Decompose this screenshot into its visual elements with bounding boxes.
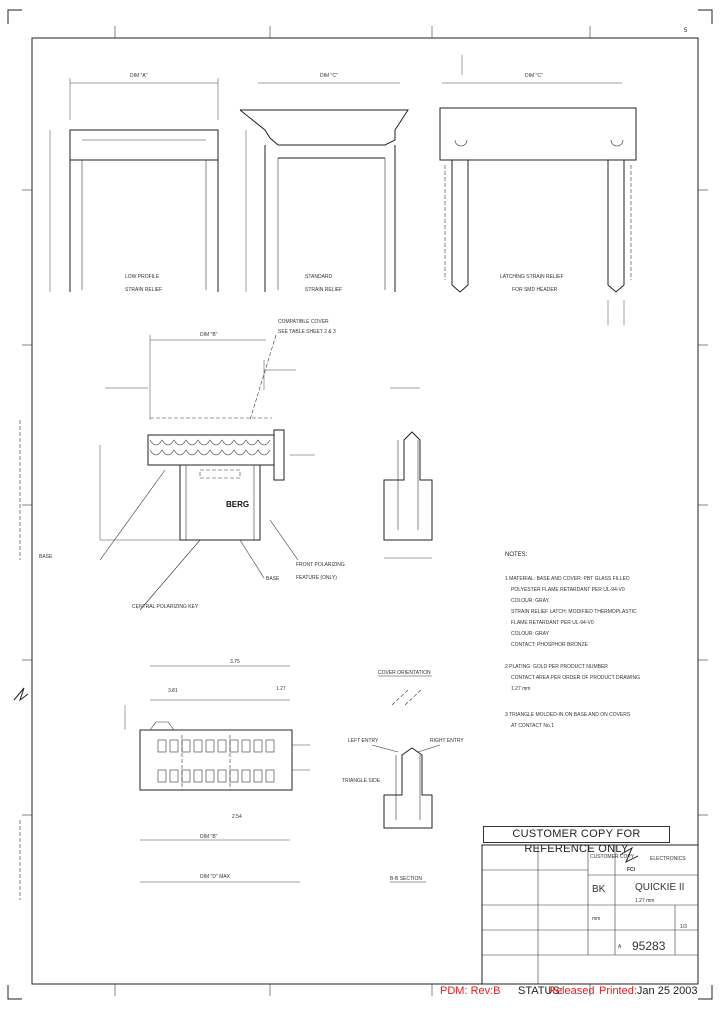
- svg-text:A: A: [618, 944, 622, 950]
- svg-text:1.27: 1.27: [276, 686, 286, 692]
- front-view: DIM "B" BERG COMPATIBLE COVER SEE TABLE …: [39, 319, 345, 611]
- svg-text:STRAIN RELIEF: STRAIN RELIEF: [125, 287, 162, 293]
- svg-text:RIGHT ENTRY: RIGHT ENTRY: [430, 738, 464, 744]
- title-block: CUSTOMER COPY ELECTRONICS FCI BK QUICKIE…: [481, 844, 699, 985]
- svg-text:LEFT ENTRY: LEFT ENTRY: [348, 738, 379, 744]
- margin-marks: [13, 420, 29, 900]
- zone-ticks: [22, 26, 708, 996]
- svg-text:COLOUR: GRAY: COLOUR: GRAY: [511, 631, 550, 637]
- printed-date: Printed:Jan 25 2003: [599, 985, 698, 997]
- svg-text:3.75: 3.75: [230, 659, 240, 665]
- svg-text:1.27 mm: 1.27 mm: [511, 686, 530, 692]
- svg-text:CONTACT: PHOSPHOR BRONZE: CONTACT: PHOSPHOR BRONZE: [511, 642, 589, 648]
- sheet-marker: 5: [684, 28, 688, 34]
- corner-marks: [7, 9, 713, 1000]
- svg-text:ELECTRONICS: ELECTRONICS: [650, 856, 686, 862]
- svg-text:QUICKIE II: QUICKIE II: [635, 882, 684, 893]
- svg-text:DIM "B": DIM "B": [200, 834, 218, 840]
- svg-text:3 TRIANGLE MOLDED-IN ON BASE: 3 TRIANGLE MOLDED-IN ON BASE AND ON COVE…: [505, 712, 631, 718]
- svg-text:COMPATIBLE COVER: COMPATIBLE COVER: [278, 319, 329, 325]
- status-label: STATUS:: [518, 985, 563, 997]
- svg-text:COLOUR: GRAY.: COLOUR: GRAY.: [511, 598, 550, 604]
- plan-view: 3.75 1.27 3.81 2.54 DIM "B" DIM "D" MAX: [124, 659, 310, 883]
- svg-text:2.54: 2.54: [232, 814, 242, 820]
- customer-copy-banner: CUSTOMER COPY FOR REFERENCE ONLY: [483, 826, 670, 855]
- pdm-rev: Rev:B: [470, 985, 501, 997]
- svg-text:STANDARD: STANDARD: [305, 274, 333, 280]
- svg-text:POLYESTER FLAME RETARDANT PER: POLYESTER FLAME RETARDANT PER UL-94-V0: [511, 587, 625, 593]
- low-profile-view: DIM "A" LOW PROFILE STRAIN RELIEF: [49, 73, 219, 293]
- svg-text:1/3: 1/3: [680, 924, 687, 930]
- status-value: Released: [548, 985, 595, 997]
- side-section: [383, 387, 433, 559]
- svg-text:FRONT POLARIZING: FRONT POLARIZING: [296, 562, 345, 568]
- svg-text:DIM "B": DIM "B": [200, 332, 218, 338]
- svg-text:BASE: BASE: [266, 576, 280, 582]
- svg-text:2 PLATING: GOLD PER PRODUCT N: 2 PLATING: GOLD PER PRODUCT NUMBER: [505, 664, 608, 670]
- svg-text:1 MATERIAL: BASE AND COVER: P: 1 MATERIAL: BASE AND COVER: PBT GLASS FI…: [505, 576, 630, 582]
- svg-text:FLAME RETARDANT PER UL-94-V0: FLAME RETARDANT PER UL-94-V0: [511, 620, 594, 626]
- svg-text:DIM "A": DIM "A": [130, 73, 148, 79]
- svg-text:BERG: BERG: [226, 500, 249, 509]
- fci-logo-icon: [619, 846, 639, 864]
- svg-text:AT CONTACT No.1: AT CONTACT No.1: [511, 723, 554, 729]
- svg-text:CUSTOMER COPY: CUSTOMER COPY: [590, 854, 635, 860]
- svg-text:95283: 95283: [632, 939, 666, 953]
- latching-view: DIM "C" LATCHING STRAIN RELIEF FOR SMD H…: [439, 55, 637, 325]
- svg-text:3.81: 3.81: [168, 688, 178, 694]
- svg-text:BASE: BASE: [39, 554, 53, 560]
- fci-margin-logo-icon: [13, 687, 29, 702]
- svg-text:DIM "C": DIM "C": [525, 73, 543, 79]
- svg-text:FOR SMD HEADER: FOR SMD HEADER: [512, 287, 558, 293]
- svg-text:LATCHING STRAIN RELIEF: LATCHING STRAIN RELIEF: [500, 274, 564, 280]
- svg-text:STRAIN RELIEF LATCH: MODIFIED: STRAIN RELIEF LATCH: MODIFIED THERMOPLAS…: [511, 609, 637, 615]
- svg-text:CENTRAL POLARIZING KEY: CENTRAL POLARIZING KEY: [132, 604, 199, 610]
- notes-block: NOTES: 1 MATERIAL: BASE AND COVER: PBT G…: [505, 552, 640, 729]
- sheet-border: [31, 37, 699, 985]
- svg-text:DIM "D" MAX: DIM "D" MAX: [200, 874, 231, 880]
- svg-text:LOW PROFILE: LOW PROFILE: [125, 274, 160, 280]
- svg-text:BK: BK: [592, 884, 606, 895]
- svg-text:1.27 mm: 1.27 mm: [635, 898, 654, 904]
- svg-text:TRIANGLE SIDE: TRIANGLE SIDE: [342, 778, 381, 784]
- svg-text:mm: mm: [592, 916, 600, 922]
- svg-text:DIM "C": DIM "C": [320, 73, 338, 79]
- svg-text:STRAIN RELIEF: STRAIN RELIEF: [305, 287, 342, 293]
- standard-view: DIM "C" STANDARD STRAIN RELIEF: [239, 73, 409, 293]
- svg-text:SEE TABLE SHEET 2 & 3: SEE TABLE SHEET 2 & 3: [278, 329, 336, 335]
- svg-text:FCI: FCI: [627, 867, 636, 873]
- svg-text:B-B SECTION: B-B SECTION: [390, 876, 422, 882]
- svg-text:COVER ORIENTATION: COVER ORIENTATION: [378, 670, 431, 676]
- svg-text:CONTACT AREA PER ORDER OF PROD: CONTACT AREA PER ORDER OF PRODUCT DRAWIN…: [511, 675, 640, 681]
- bb-section: COVER ORIENTATION LEFT ENTRY RIGHT ENTRY…: [342, 670, 464, 883]
- svg-text:FEATURE (ONLY): FEATURE (ONLY): [296, 575, 337, 581]
- svg-text:NOTES:: NOTES:: [505, 552, 528, 558]
- pdm-label: PDM: Rev:B: [440, 985, 501, 997]
